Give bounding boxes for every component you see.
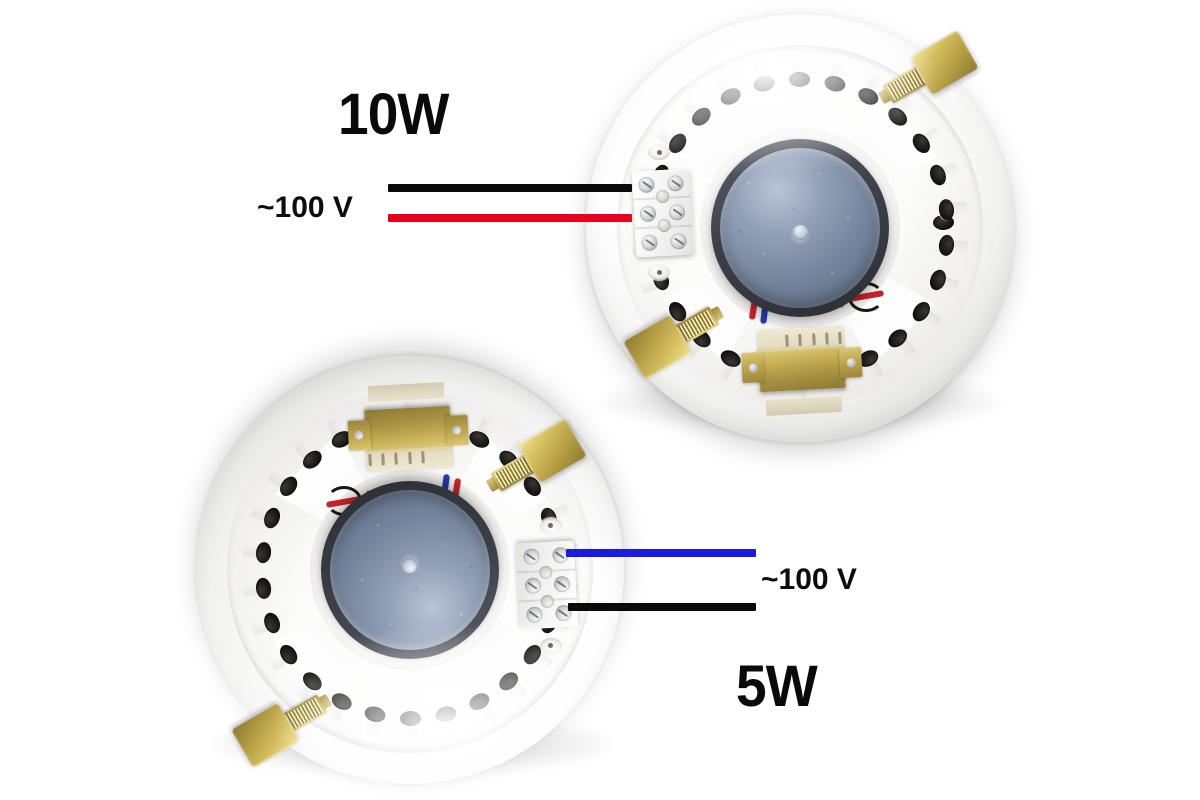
terminal-screw xyxy=(524,577,542,595)
terminal-screw xyxy=(639,205,657,223)
vent-hole xyxy=(938,234,956,258)
speaker-5w xyxy=(196,356,624,784)
power-label-10w: 10W xyxy=(338,82,449,147)
transformer-mount-ear xyxy=(838,346,863,378)
terminal-screw xyxy=(668,203,686,221)
power-label-5w: 5W xyxy=(736,654,818,719)
terminal-screw xyxy=(523,548,540,566)
transformer-mount-ear xyxy=(445,414,469,446)
speaker-10w xyxy=(586,14,1014,442)
transformer-pins xyxy=(785,331,842,347)
terminal-screw xyxy=(641,234,658,252)
pole-piece-dimple xyxy=(792,225,808,241)
callout-wire-black-5w xyxy=(568,603,756,611)
terminal-screw xyxy=(670,232,687,250)
ferrite-magnet xyxy=(720,148,880,308)
transformer-core xyxy=(363,405,453,453)
ferrite-magnet xyxy=(330,490,490,650)
terminal-screw xyxy=(553,575,571,593)
transformer-base xyxy=(367,382,445,403)
terminal-block-10w xyxy=(631,168,695,258)
terminal-screw xyxy=(638,176,655,194)
voltage-label-10w: ~100 V xyxy=(257,191,353,224)
transformer-mount-ear xyxy=(741,352,765,384)
terminal-screw xyxy=(526,606,543,624)
voltage-label-5w: ~100 V xyxy=(761,563,857,596)
callout-wire-blue-5w xyxy=(566,549,756,557)
callout-wire-red-10w xyxy=(388,214,632,222)
mount-boss xyxy=(648,264,670,280)
transformer-core xyxy=(757,345,847,393)
vent-hole xyxy=(399,710,421,726)
mount-boss xyxy=(540,638,562,654)
transformer-pins xyxy=(368,451,425,467)
mount-boss xyxy=(648,144,670,160)
line-transformer-5w xyxy=(347,382,469,473)
callout-wire-black-10w xyxy=(388,184,632,192)
transformer-mount-ear xyxy=(347,420,372,452)
terminal-screw xyxy=(667,174,684,192)
line-transformer-10w xyxy=(741,325,863,416)
vent-hole xyxy=(789,72,811,88)
mount-boss xyxy=(540,518,562,534)
